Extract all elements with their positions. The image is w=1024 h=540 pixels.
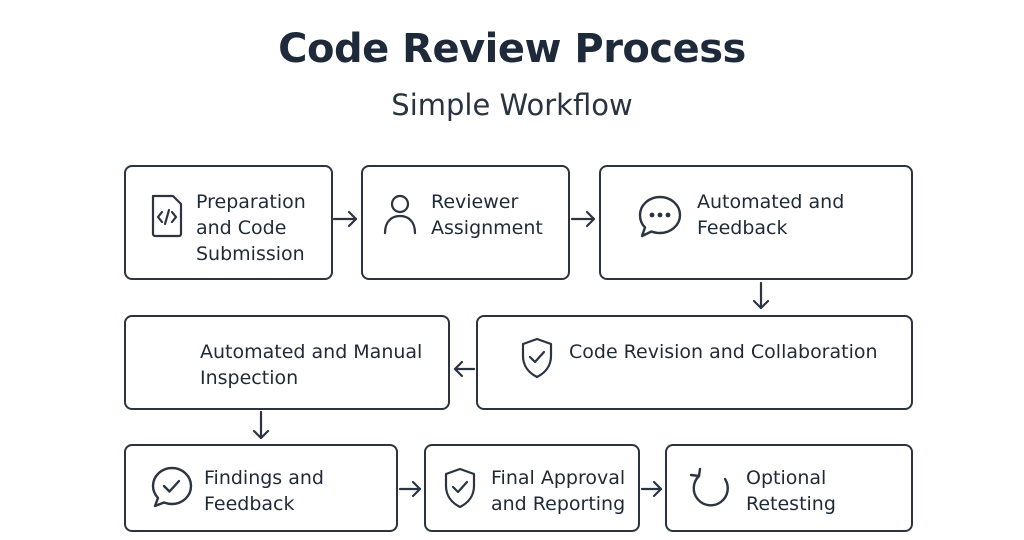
page-subtitle: Simple Workflow (391, 88, 633, 122)
chat-check-icon (151, 466, 193, 508)
step-final-approval-and-reporting (424, 444, 640, 532)
chat-bubble-icon (638, 195, 682, 238)
step-reviewer-assignment (361, 165, 570, 280)
arrow-left-1 (453, 360, 476, 378)
arrow-right-4 (640, 480, 663, 498)
arrow-down-1 (752, 281, 770, 310)
step-optional-retesting (665, 444, 913, 532)
arrow-right-3 (398, 480, 422, 498)
user-icon (383, 194, 417, 235)
step-automated-and-manual-inspection (124, 315, 450, 410)
shield-check-icon (521, 337, 553, 379)
code-file-icon (151, 194, 183, 238)
step-code-revision-and-collaboration (476, 315, 913, 410)
arrow-down-2 (252, 410, 270, 440)
shield-check-icon (444, 467, 476, 509)
refresh-icon (689, 467, 729, 507)
arrow-right-2 (570, 210, 596, 228)
step-automated-and-feedback (599, 165, 913, 280)
step-label-code-revision: Code Revision and Collaboration (569, 341, 878, 363)
arrow-right-1 (332, 210, 358, 228)
page-title: Code Review Process (278, 26, 746, 72)
step-findings-and-feedback (124, 444, 398, 532)
step-preparation-and-code-submission (124, 165, 333, 280)
